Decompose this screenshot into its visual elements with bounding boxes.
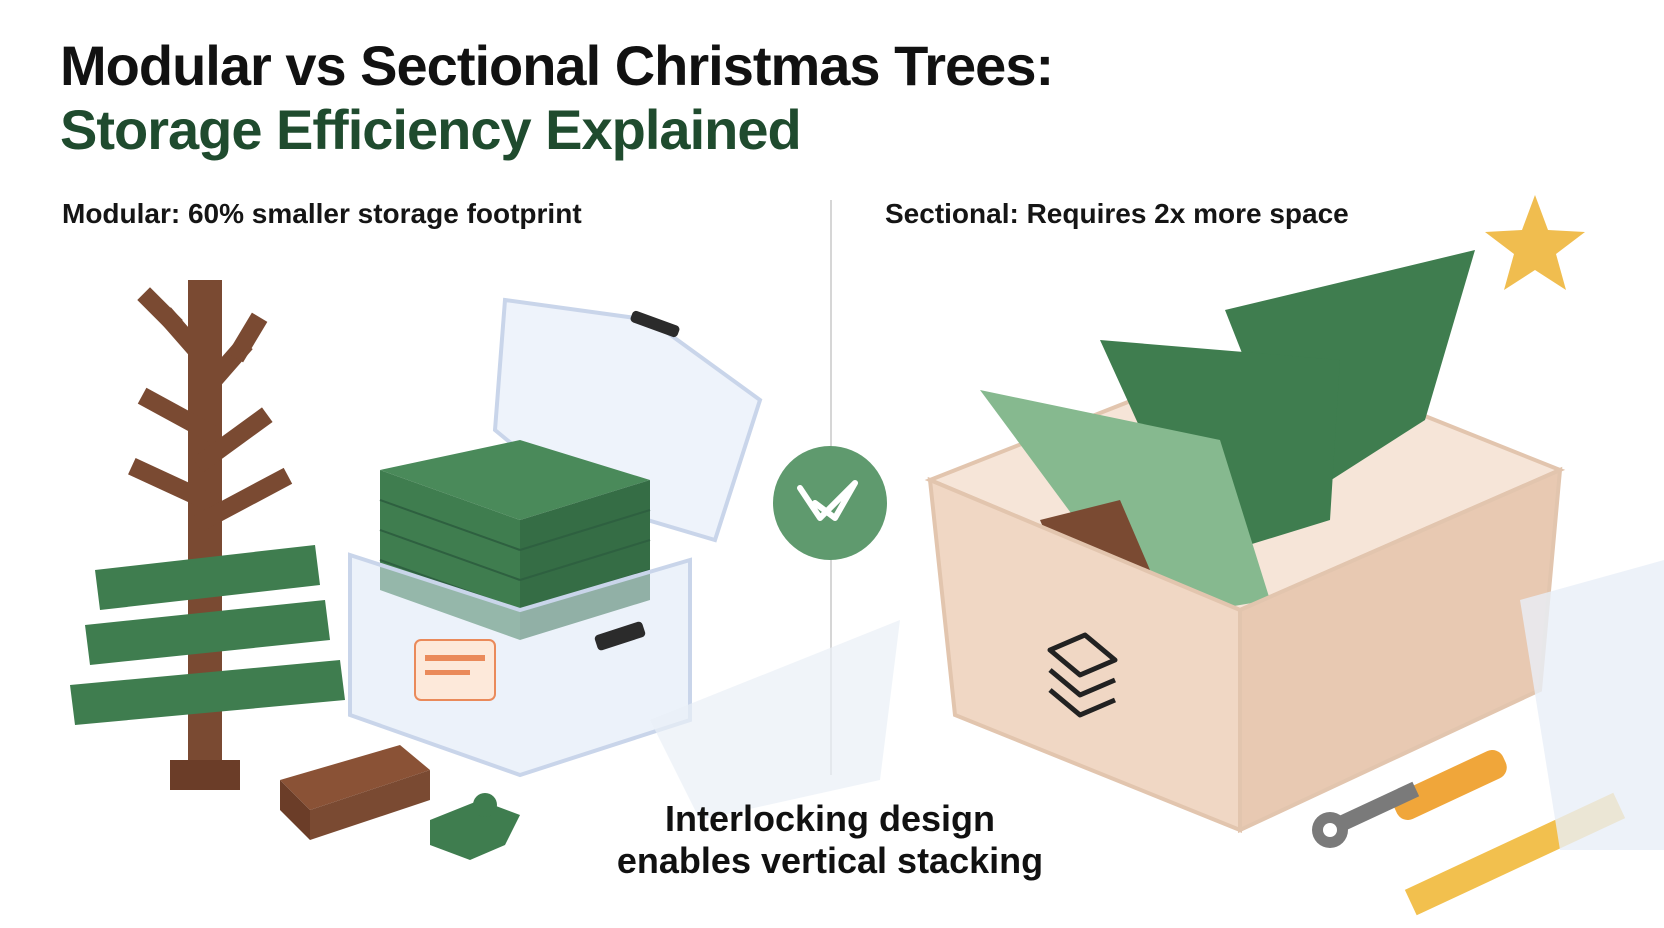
title-line-1: Modular vs Sectional Christmas Trees: (60, 34, 1054, 97)
stack-layers-icon (1047, 632, 1118, 718)
sectional-storage-bin (924, 195, 1585, 834)
modular-tree-illustration (70, 280, 520, 860)
star-icon (1485, 195, 1585, 290)
sectional-label: Sectional: Requires 2x more space (885, 198, 1349, 229)
logo-mark-icon (797, 480, 858, 521)
clear-storage-box (348, 297, 763, 778)
page-title: Modular vs Sectional Christmas Trees: St… (60, 34, 1054, 162)
title-line-2: Storage Efficiency Explained (60, 98, 802, 161)
stacking-caption: Interlocking design enables vertical sta… (560, 798, 1100, 882)
caption-line-2: enables vertical stacking (616, 840, 1044, 881)
modular-label: Modular: 60% smaller storage footprint (62, 198, 582, 229)
center-badge (773, 446, 887, 560)
caption-line-1: Interlocking design (664, 798, 996, 839)
wrench-icon (1312, 749, 1507, 848)
